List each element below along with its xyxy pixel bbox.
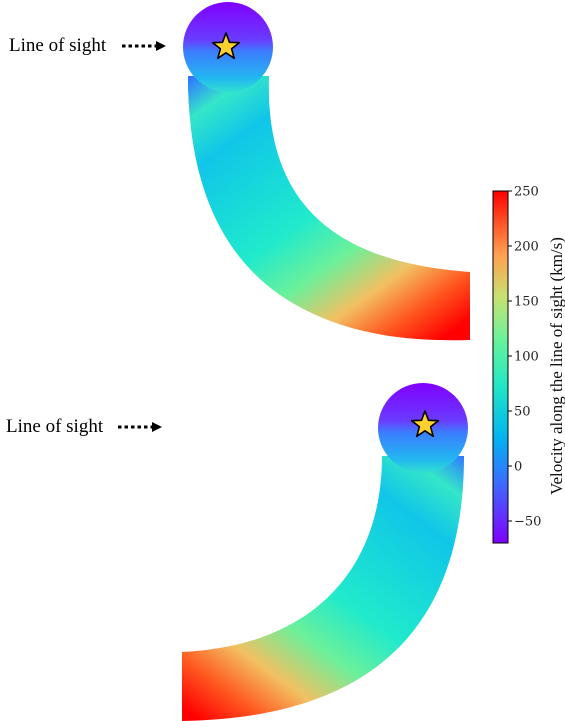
line-of-sight-label-top: Line of sight: [9, 35, 107, 56]
colorbar-tick-label: 50: [514, 405, 531, 420]
colorbar-tick-label: 150: [514, 295, 539, 310]
star-icon: [211, 32, 241, 60]
star-icon: [410, 410, 440, 438]
colorbar-title: Velocity along the line of sight (km/s): [547, 237, 565, 495]
colorbar-tick-label: 100: [514, 350, 539, 365]
colorbar: 250 200 150 100 50 0 −50 Velocity along the li…: [492, 185, 565, 544]
colorbar-tick-label: 250: [514, 185, 539, 200]
colorbar-tick-label: −50: [514, 515, 541, 530]
top-tube-outer: [188, 76, 470, 341]
colorbar-tick-label: 0: [514, 460, 522, 475]
bottom-tube: [182, 456, 464, 721]
colorbar-ticks: 250 200 150 100 50 0 −50: [508, 185, 541, 530]
colorbar-scale: [492, 190, 509, 544]
colorbar-tick-label: 200: [514, 240, 539, 255]
top-panel: [122, 2, 470, 341]
bottom-panel: [118, 383, 468, 721]
line-of-sight-label-bottom: Line of sight: [6, 416, 104, 437]
